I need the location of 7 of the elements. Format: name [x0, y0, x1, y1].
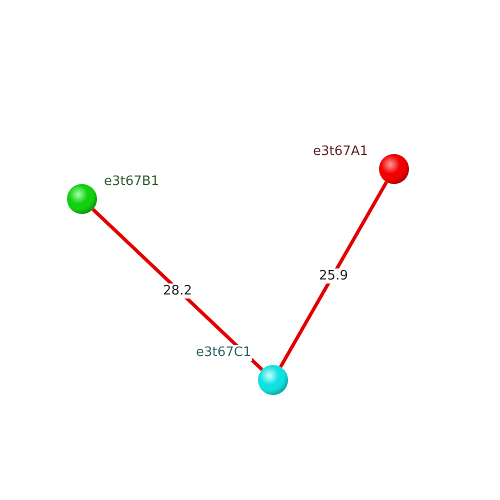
- sphere-node: [67, 184, 97, 214]
- edge-label: 25.9: [318, 268, 349, 283]
- sphere-node: [258, 365, 288, 395]
- connector-line: [278, 181, 388, 368]
- sphere-node: [379, 154, 409, 184]
- node-label: e3t67C1: [195, 345, 252, 361]
- edge-label: 28.2: [162, 283, 193, 298]
